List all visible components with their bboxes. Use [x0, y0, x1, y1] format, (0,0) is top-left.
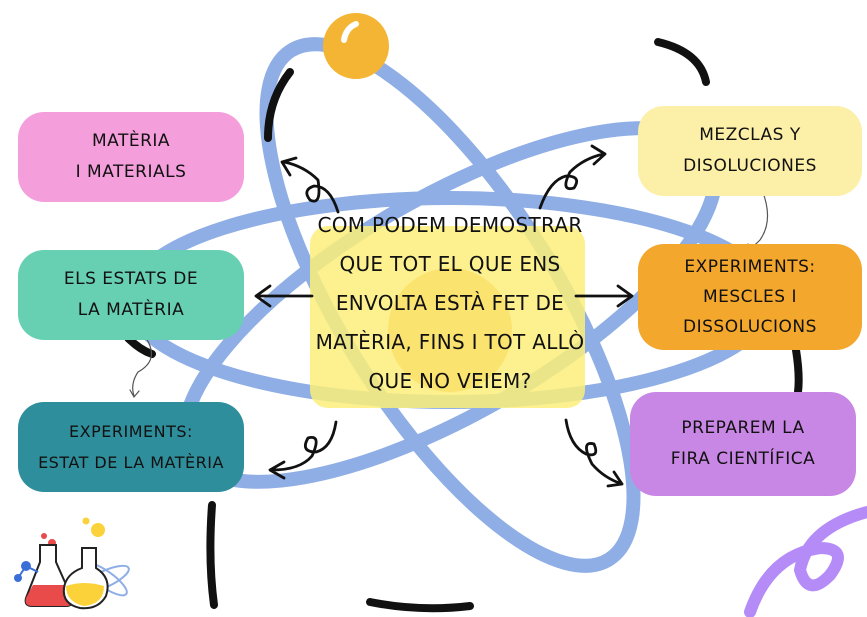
arrow-curly-up-right [538, 144, 607, 210]
arrow-curly-down-right [564, 418, 624, 488]
central-question: COM PODEM DEMOSTRAR QUE TOT EL QUE ENS E… [315, 213, 585, 393]
node-label: PREPAREM LA FIRA CIENTÍFICA [670, 418, 816, 469]
arrow-estats-to-experiments [129, 337, 153, 399]
squiggle-decoration [744, 506, 867, 617]
node-fira-cientifica: PREPAREM LA FIRA CIENTÍFICA [630, 392, 856, 496]
flask-science-icon [14, 517, 130, 610]
node-label: EXPERIMENTS: MESCLES I DISSOLUCIONS [683, 257, 817, 337]
text-highlight [310, 226, 585, 408]
node-mezclas-y-disoluciones: MEZCLAS Y DISOLUCIONES [638, 106, 862, 196]
node-label: MEZCLAS Y DISOLUCIONES [683, 125, 817, 176]
node-estats-de-la-materia: ELS ESTATS DE LA MATÈRIA [18, 250, 244, 340]
node-label: EXPERIMENTS: ESTAT DE LA MATÈRIA [38, 422, 224, 472]
node-experiments-estat-materia: EXPERIMENTS: ESTAT DE LA MATÈRIA [18, 402, 244, 492]
arrow-mezclas-to-experiments [746, 189, 769, 252]
arrow-right [574, 284, 634, 308]
electron-icon [323, 13, 389, 79]
arrow-curly-up-left [280, 156, 340, 214]
node-label: MATÈRIA I MATERIALS [75, 131, 187, 182]
arrow-icons [254, 144, 634, 488]
node-label: ELS ESTATS DE LA MATÈRIA [63, 269, 199, 320]
node-materia-i-materials: MATÈRIA I MATERIALS [18, 112, 244, 202]
node-experiments-mescles: EXPERIMENTS: MESCLES I DISSOLUCIONS [638, 244, 862, 350]
arrow-left [254, 284, 314, 308]
arrow-curly-down-left [268, 420, 338, 480]
